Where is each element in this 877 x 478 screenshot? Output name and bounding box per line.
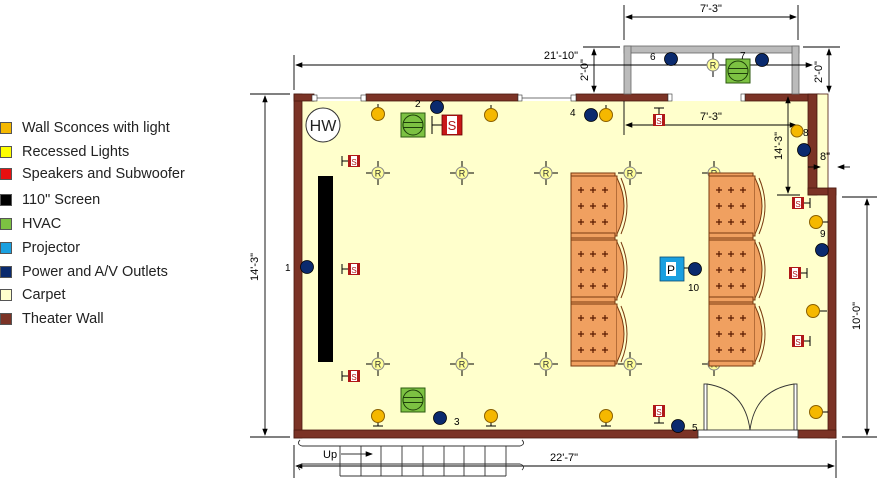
stairs	[297, 439, 525, 477]
carpet-icon	[0, 289, 12, 301]
projector-icon	[0, 242, 12, 254]
legend-item-projector: Projector	[0, 238, 80, 258]
speakers	[341, 107, 811, 424]
legend-item-hvac: HVAC	[0, 214, 61, 234]
theater-walls	[293, 93, 837, 439]
svg-text:9: 9	[820, 229, 826, 240]
entry-door	[697, 383, 799, 438]
legend-item-recessed-lights: Recessed Lights	[0, 142, 129, 162]
legend-item-theater-wall: Theater Wall	[0, 309, 104, 329]
wall-sconce-icon	[0, 122, 12, 134]
outlet-icon	[0, 266, 12, 278]
hvac-unit-top	[400, 112, 426, 138]
legend-item-speakers: Speakers and Subwoofer	[0, 164, 185, 184]
window-top-mid	[517, 94, 577, 102]
svg-text:2'-0": 2'-0"	[579, 59, 591, 81]
svg-text:HW: HW	[310, 118, 338, 135]
legend-label: Speakers and Subwoofer	[22, 166, 185, 182]
speaker-icon	[0, 168, 12, 180]
svg-text:4: 4	[570, 108, 576, 119]
legend-label: 110" Screen	[22, 192, 101, 208]
svg-text:14'-3": 14'-3"	[249, 253, 261, 281]
window-top-left	[311, 94, 367, 102]
svg-text:7: 7	[740, 51, 746, 62]
legend-item-wall-sconce: Wall Sconces with light	[0, 118, 170, 138]
svg-text:7'-3": 7'-3"	[700, 3, 722, 15]
water-heater: HW	[305, 107, 341, 143]
hvac-unit-bottom	[400, 387, 426, 413]
power-av-outlets: 1 2 3 4 5 6 7 8 9 10	[285, 51, 829, 434]
svg-text:P: P	[667, 263, 675, 277]
legend-label: Wall Sconces with light	[22, 120, 170, 136]
legend-label: Power and A/V Outlets	[22, 264, 168, 280]
svg-text:10: 10	[688, 283, 700, 294]
alcove-walls	[623, 45, 800, 95]
theater-seats-row-2	[708, 172, 766, 367]
recessed-light-icon	[0, 146, 12, 158]
stairs-up-label: Up	[323, 449, 337, 461]
legend-label: Recessed Lights	[22, 144, 130, 160]
speaker-main: S	[431, 114, 463, 136]
legend-label: HVAC	[22, 216, 62, 232]
theater-wall-icon	[0, 313, 12, 325]
legend-item-screen: 110" Screen	[0, 190, 100, 210]
svg-text:S: S	[448, 118, 457, 133]
svg-text:21'-10": 21'-10"	[544, 50, 578, 62]
svg-text:3: 3	[454, 417, 460, 428]
hvac-unit-alcove	[725, 58, 751, 84]
hvac-icon	[0, 218, 12, 230]
projector: P	[659, 256, 690, 282]
svg-text:2'-0": 2'-0"	[813, 61, 825, 83]
legend-label: Projector	[22, 240, 81, 256]
legend-label: Theater Wall	[22, 311, 104, 327]
svg-text:14'-3": 14'-3"	[773, 132, 785, 160]
svg-text:8: 8	[803, 128, 809, 139]
svg-text:1: 1	[285, 263, 291, 274]
wall-sconces	[371, 103, 828, 427]
svg-text:2: 2	[415, 99, 421, 110]
svg-text:10'-0": 10'-0"	[851, 302, 863, 330]
screen-icon	[0, 194, 12, 206]
svg-text:6: 6	[650, 52, 656, 63]
svg-text:5: 5	[692, 423, 698, 434]
legend-label: Carpet	[22, 287, 66, 303]
legend-item-carpet: Carpet	[0, 285, 66, 305]
svg-text:7'-3": 7'-3"	[700, 111, 722, 123]
theater-seats-row-1	[570, 172, 628, 367]
svg-text:22'-7": 22'-7"	[550, 452, 578, 464]
legend-item-outlets: Power and A/V Outlets	[0, 262, 168, 282]
screen-110-inch	[318, 176, 333, 362]
dimension-labels: 7'-3" 21'-10" 7'-3" 2'-0" 2'-0" 14'-3" 1…	[249, 3, 863, 464]
svg-text:8": 8"	[820, 151, 830, 163]
